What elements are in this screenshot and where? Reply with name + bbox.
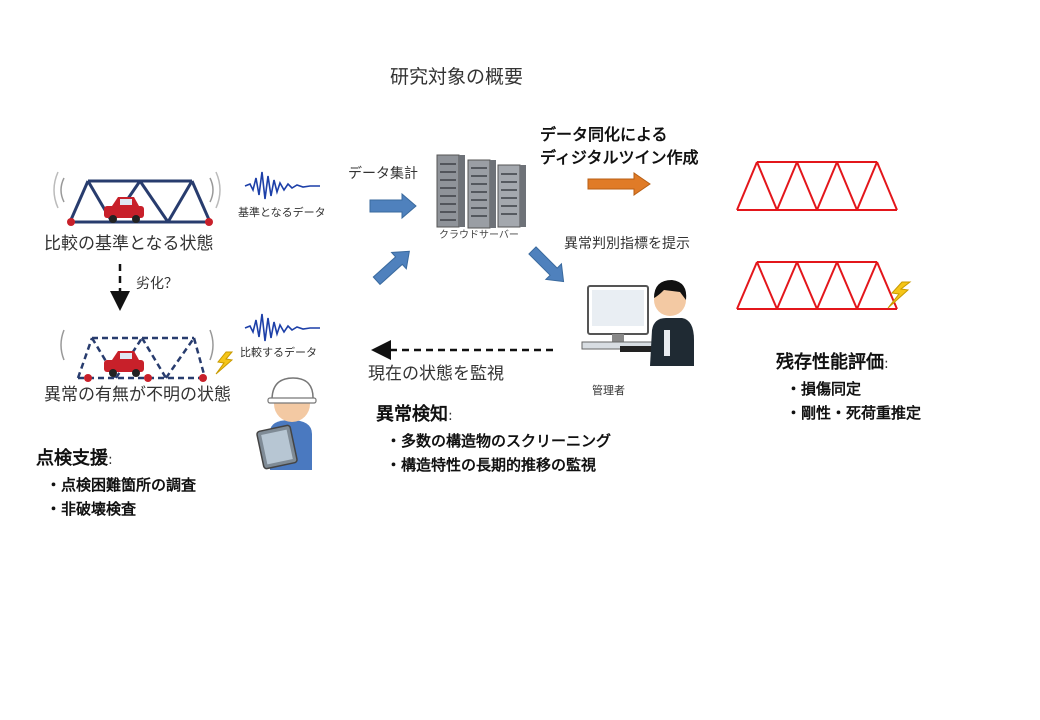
compare-data-label: 比較するデータ [240, 346, 317, 359]
inspection-item: ・点検困難箇所の調査 [46, 476, 197, 494]
inspector-icon [256, 377, 317, 470]
healthy-bridge-icon [53, 171, 221, 226]
baseline-waveform-icon [244, 171, 320, 200]
anomaly-item: ・多数の構造物のスクリーニング [386, 432, 612, 450]
manager-label: 管理者 [592, 384, 625, 397]
residual-eval-heading: 残存性能評価: [776, 352, 889, 373]
car-icon [104, 351, 144, 377]
anomaly-detection-heading: 異常検知: [376, 404, 453, 425]
digital-twin-line2: ディジタルツイン作成 [540, 148, 699, 167]
digital-twin-truss [736, 161, 898, 211]
damaged-twin-truss [736, 261, 898, 310]
page-title: 研究対象の概要 [390, 66, 524, 88]
baseline-state-label: 比較の基準となる状態 [44, 234, 214, 254]
unknown-state-label: 異常の有無が不明の状態 [44, 385, 231, 405]
car-icon [104, 197, 144, 223]
criteria-label: 異常判別指標を提示 [564, 236, 690, 252]
baseline-data-label: 基準となるデータ [238, 206, 326, 219]
crack-icon [215, 351, 234, 375]
monitor-label: 現在の状態を監視 [368, 364, 504, 384]
aggregation-arrow [369, 192, 417, 220]
residual-item: ・剛性・死荷重推定 [786, 404, 922, 422]
anomaly-item: ・構造特性の長期的推移の監視 [386, 456, 597, 474]
residual-item: ・損傷同定 [786, 380, 862, 398]
damage-lightning-icon [887, 281, 912, 309]
aggregation-label: データ集計 [348, 166, 418, 182]
upload-arrow [372, 250, 410, 286]
inspection-support-heading: 点検支援: [36, 448, 113, 469]
cloud-server-icon [436, 154, 526, 229]
inspection-item: ・非破壊検査 [46, 500, 137, 518]
digital-twin-arrow [587, 172, 651, 196]
server-label: クラウドサーバー [439, 230, 519, 241]
digital-twin-line1: データ同化による [540, 125, 668, 144]
deterioration-label: 劣化？ [136, 276, 178, 292]
criteria-arrow [528, 246, 565, 283]
manager-icon [581, 280, 694, 366]
compare-waveform-icon [244, 313, 320, 342]
damaged-bridge-icon [60, 329, 234, 382]
